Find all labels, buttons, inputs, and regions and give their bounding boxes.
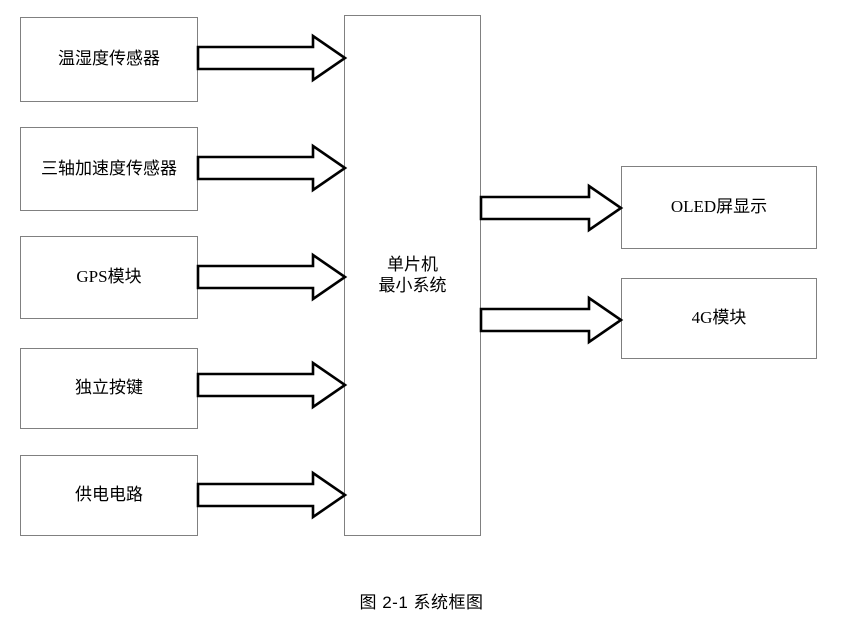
node-triaxial-accel-sensor[interactable]: 三轴加速度传感器 (20, 127, 198, 211)
node-mcu-min-system[interactable]: 单片机 最小系统 (344, 15, 481, 536)
node-power-circuit[interactable]: 供电电路 (20, 455, 198, 536)
node-temp-humidity-sensor[interactable]: 温湿度传感器 (20, 17, 198, 102)
node-label-temp-humidity-sensor: 温湿度传感器 (58, 49, 160, 69)
node-label-4g-module: 4G模块 (691, 308, 747, 328)
node-label-independent-keys: 独立按键 (75, 378, 143, 398)
node-label-gps-module: GPS模块 (76, 267, 142, 287)
arrow-temp-humidity-to-mcu (196, 33, 348, 83)
node-label-power-circuit: 供电电路 (75, 485, 143, 505)
node-independent-keys[interactable]: 独立按键 (20, 348, 198, 429)
node-label-triaxial-accel-sensor: 三轴加速度传感器 (41, 158, 177, 178)
node-oled-display[interactable]: OLED屏显示 (621, 166, 817, 249)
arrow-gps-to-mcu (196, 252, 348, 302)
figure-caption: 图 2-1 系统框图 (359, 593, 484, 612)
node-label-mcu-min-system: 单片机 最小系统 (378, 254, 447, 295)
arrow-accel-to-mcu (196, 143, 348, 193)
arrow-power-to-mcu (196, 470, 348, 520)
arrow-mcu-to-4g (479, 295, 624, 345)
node-label-oled-display: OLED屏显示 (670, 197, 768, 217)
node-gps-module[interactable]: GPS模块 (20, 236, 198, 319)
arrow-mcu-to-oled (479, 183, 624, 233)
arrow-keys-to-mcu (196, 360, 348, 410)
node-4g-module[interactable]: 4G模块 (621, 278, 817, 359)
